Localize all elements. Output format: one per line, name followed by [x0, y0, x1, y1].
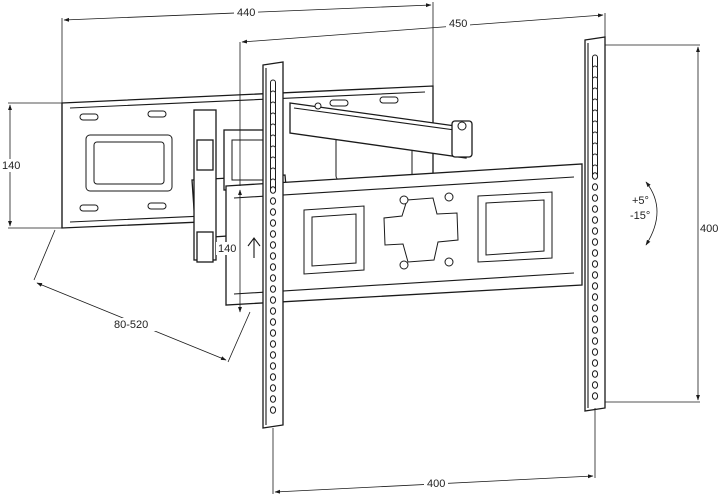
- right-bracket-holes: [591, 54, 599, 400]
- bracket-hole: [269, 219, 277, 227]
- bracket-hole: [269, 230, 277, 238]
- bracket-hole: [269, 329, 277, 337]
- bracket-hole: [591, 392, 599, 400]
- dim-label-mid-height: 140: [218, 243, 236, 255]
- left-vertical-bracket: [247, 61, 284, 429]
- bracket-hole: [591, 348, 599, 356]
- bracket-hole: [591, 381, 599, 389]
- bracket-hole: [591, 315, 599, 323]
- tilt-down-label: -15°: [630, 210, 650, 222]
- dim-label-vesa-height: 400: [700, 223, 718, 235]
- dim-label-top-width: 440: [237, 7, 255, 19]
- bracket-hole: [269, 197, 277, 205]
- bracket-hole: [269, 318, 277, 326]
- bracket-hole: [269, 208, 277, 216]
- bracket-hole: [269, 395, 277, 403]
- bracket-hole: [269, 263, 277, 271]
- dim-label-extension: 80-520: [114, 319, 148, 331]
- bracket-hole: [591, 260, 599, 268]
- bracket-hole: [591, 271, 599, 279]
- tv-horizontal-plate: [225, 163, 583, 306]
- bracket-hole: [269, 340, 277, 348]
- bracket-hole: [591, 238, 599, 246]
- bracket-hole: [591, 216, 599, 224]
- bracket-hole: [269, 307, 277, 315]
- bracket-hole: [269, 406, 277, 414]
- bracket-hole: [591, 359, 599, 367]
- bracket-hole: [269, 241, 277, 249]
- bracket-hole: [269, 285, 277, 293]
- tilt-up-label: +5°: [632, 195, 649, 207]
- right-vertical-bracket: [584, 36, 606, 412]
- bracket-hole: [591, 337, 599, 345]
- bracket-hole: [591, 326, 599, 334]
- bracket-hole: [591, 194, 599, 202]
- bracket-hole: [269, 252, 277, 260]
- bracket-hole: [269, 274, 277, 282]
- left-bracket-holes: [269, 79, 277, 414]
- bracket-hole: [591, 293, 599, 301]
- bracket-hole: [269, 373, 277, 381]
- bracket-hole: [269, 362, 277, 370]
- bracket-hole: [591, 249, 599, 257]
- dimension-labels: 440 450 140 140 80-520 400 400 +5° -15°: [0, 6, 720, 490]
- dim-label-wall-height: 140: [2, 160, 20, 172]
- bracket-hole: [269, 296, 277, 304]
- bracket-hole: [591, 304, 599, 312]
- bracket-hole: [591, 172, 599, 180]
- bracket-hole: [591, 227, 599, 235]
- dim-label-vesa-width: 400: [427, 478, 445, 490]
- dim-label-arm-width: 450: [449, 18, 467, 30]
- bracket-hole: [591, 370, 599, 378]
- bracket-hole: [591, 205, 599, 213]
- bracket-hole: [269, 351, 277, 359]
- bracket-hole: [591, 183, 599, 191]
- bracket-hole: [269, 186, 277, 194]
- bracket-hole: [591, 282, 599, 290]
- bracket-hole: [269, 384, 277, 392]
